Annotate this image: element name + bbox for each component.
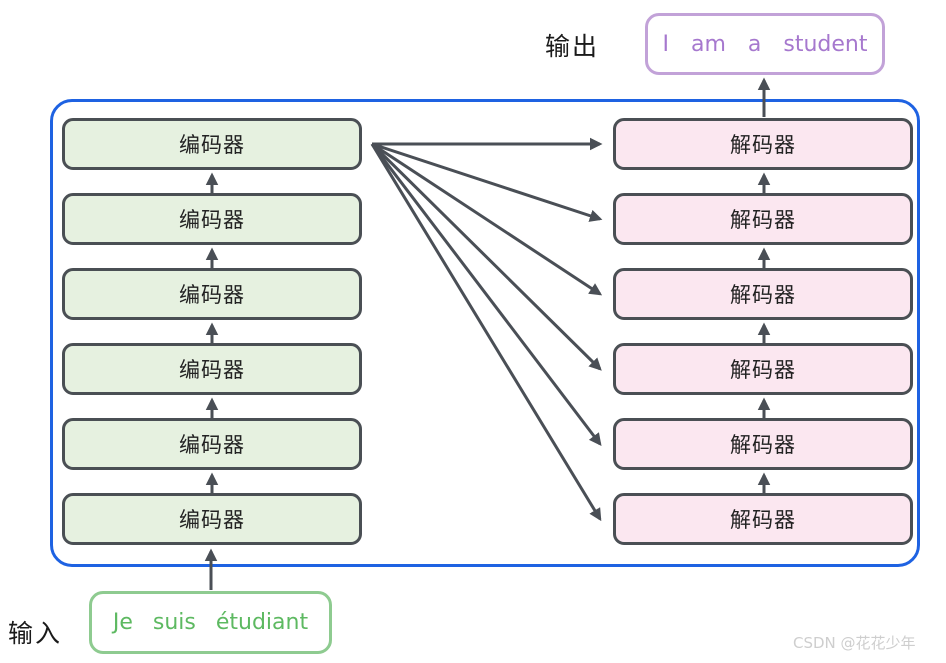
input-sentence-text: Je suis étudiant [112,610,309,635]
input-label: 输入 [8,619,63,648]
encoder-box-3: 编码器 [62,343,362,395]
decoder-label: 解码器 [730,358,796,382]
decoder-box-5: 解码器 [613,193,913,245]
decoder-label: 解码器 [730,508,796,532]
output-sentence-box: I am a student [645,13,885,75]
encoder-label: 编码器 [179,508,245,532]
decoder-box-1: 解码器 [613,493,913,545]
decoder-label: 解码器 [730,208,796,232]
encoder-box-5: 编码器 [62,193,362,245]
encoder-box-1: 编码器 [62,493,362,545]
encoder-label: 编码器 [179,208,245,232]
decoder-label: 解码器 [730,283,796,307]
decoder-box-2: 解码器 [613,418,913,470]
encoder-decoder-frame [50,99,920,567]
encoder-box-4: 编码器 [62,268,362,320]
encoder-label: 编码器 [179,283,245,307]
input-sentence-box: Je suis étudiant [89,591,332,654]
output-label: 输出 [545,32,600,61]
encoder-label: 编码器 [179,433,245,457]
output-sentence-text: I am a student [662,31,868,57]
decoder-box-3: 解码器 [613,343,913,395]
encoder-label: 编码器 [179,133,245,157]
watermark: CSDN @花花少年 [793,634,916,652]
decoder-label: 解码器 [730,433,796,457]
encoder-label: 编码器 [179,358,245,382]
decoder-box-6: 解码器 [613,118,913,170]
decoder-box-4: 解码器 [613,268,913,320]
decoder-label: 解码器 [730,133,796,157]
encoder-box-6: 编码器 [62,118,362,170]
encoder-box-2: 编码器 [62,418,362,470]
